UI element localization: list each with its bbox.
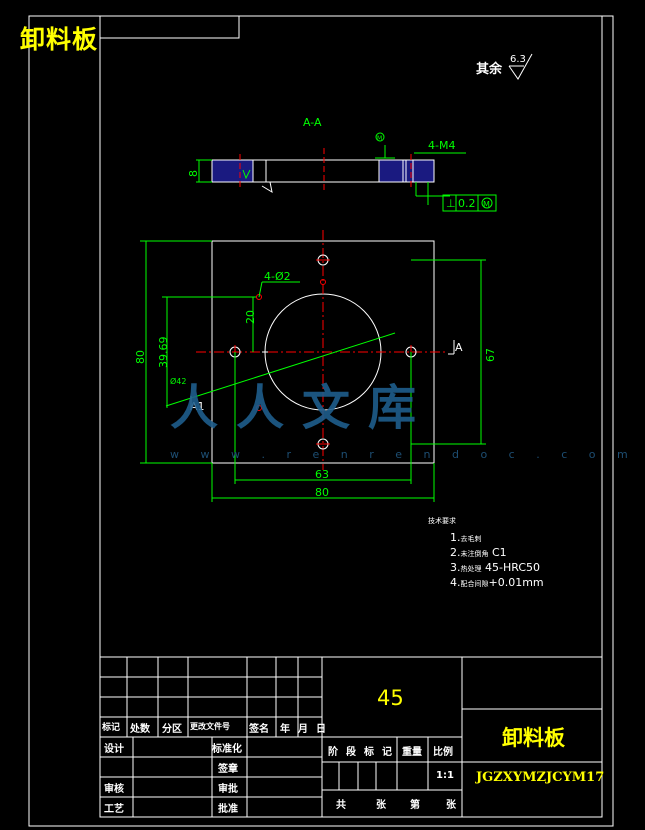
dim-pin-offset: 20 — [244, 310, 257, 324]
plan-view — [140, 230, 486, 502]
tb-footer-3: 张 — [446, 800, 456, 811]
technical-notes: 技术要求 1.去毛刺 2.未注倒角 C1 3.热处理 45-HRC50 4.配合… — [428, 514, 544, 591]
tb-part-name: 卸料板 — [502, 726, 565, 750]
title-label-box — [99, 15, 240, 39]
tb-design: 设计 — [104, 744, 124, 755]
dim-height-total: 80 — [134, 350, 147, 364]
dim-hole-center: 39.69 — [157, 337, 170, 369]
tb-footer-0: 共 — [336, 800, 346, 811]
corner-title: 卸料板 — [20, 25, 99, 54]
roughness-symbol — [508, 53, 533, 80]
tb-check: 审批 — [218, 784, 238, 795]
roughness-note: 其余 6.3 — [476, 54, 526, 77]
dim-width-total: 80 — [315, 486, 329, 499]
screw-hole-bottom — [316, 438, 330, 450]
tb-standard: 标准化 — [212, 744, 242, 755]
tolerance-value: 0.2 — [458, 197, 476, 210]
section-mark-left: A1 — [190, 400, 205, 413]
tb-scale-label: 比例 — [433, 747, 453, 758]
note-item: 1.去毛刺 — [450, 531, 482, 544]
thread-callout: 4-M4 — [428, 139, 455, 152]
tb-row-header-2: 分区 — [162, 724, 182, 735]
tb-stage-0: 阶 — [328, 747, 338, 758]
note-item: 3.热处理 45-HRC50 — [450, 561, 541, 574]
pin-hole-3 — [320, 279, 326, 285]
dim-leader-small: Ø42 — [170, 376, 186, 386]
tb-material: 45 — [377, 686, 404, 710]
tolerance-modifier: M — [483, 200, 490, 209]
tb-scale: 1:1 — [436, 770, 454, 781]
svg-text:M: M — [377, 135, 382, 142]
section-mark-right: A — [455, 341, 463, 354]
watermark-url: w w w . r e n r e n d o c . c o m — [170, 448, 637, 461]
tb-approve: 批准 — [218, 804, 238, 815]
screw-hole-top — [316, 254, 330, 266]
roughness-value: 6.3 — [510, 54, 526, 65]
tb-row-header-0: 标记 — [102, 723, 121, 733]
roughness-label: 其余 — [476, 62, 503, 77]
dim-hole-spacing-v: 67 — [484, 348, 497, 362]
watermark-logo: 人人文库 — [170, 380, 435, 436]
section-label: A-A — [303, 116, 322, 129]
tb-stage-2: 标 — [364, 747, 374, 758]
note-item: 2.未注倒角 C1 — [450, 546, 507, 559]
pin-hole-2 — [256, 405, 262, 411]
section-view — [196, 132, 497, 212]
dim-thickness: 8 — [187, 170, 200, 177]
note-item: 4.配合间隙+0.01mm — [450, 576, 544, 589]
tb-drawing-number: JGZXYMZJCYM17 — [476, 770, 605, 785]
tb-stamp: 签章 — [218, 764, 238, 775]
tb-stage-3: 记 — [382, 747, 392, 758]
tb-review: 审核 — [104, 784, 124, 795]
notes-heading: 技术要求 — [428, 517, 456, 525]
tb-row-header-3: 更改文件号 — [190, 722, 230, 731]
tolerance-symbol: ⊥ — [446, 197, 456, 210]
tb-weight: 重量 — [402, 747, 422, 758]
tb-process: 工艺 — [104, 804, 124, 815]
tb-row-header-1: 处数 — [130, 724, 150, 735]
tb-stage-1: 段 — [346, 747, 356, 758]
tb-row-header-4: 签名 — [249, 724, 269, 735]
tb-footer-1: 张 — [376, 800, 386, 811]
tolerance-frame — [442, 194, 497, 212]
tb-row-header-5: 年 — [280, 724, 290, 735]
dim-hole-spacing-h: 63 — [315, 468, 329, 481]
tb-footer-2: 第 — [410, 800, 420, 811]
tb-row-header-7: 日 — [316, 724, 326, 735]
title-block — [99, 656, 603, 818]
dim-pin-holes: 4-Ø2 — [264, 270, 291, 283]
tb-row-header-6: 月 — [298, 724, 308, 735]
